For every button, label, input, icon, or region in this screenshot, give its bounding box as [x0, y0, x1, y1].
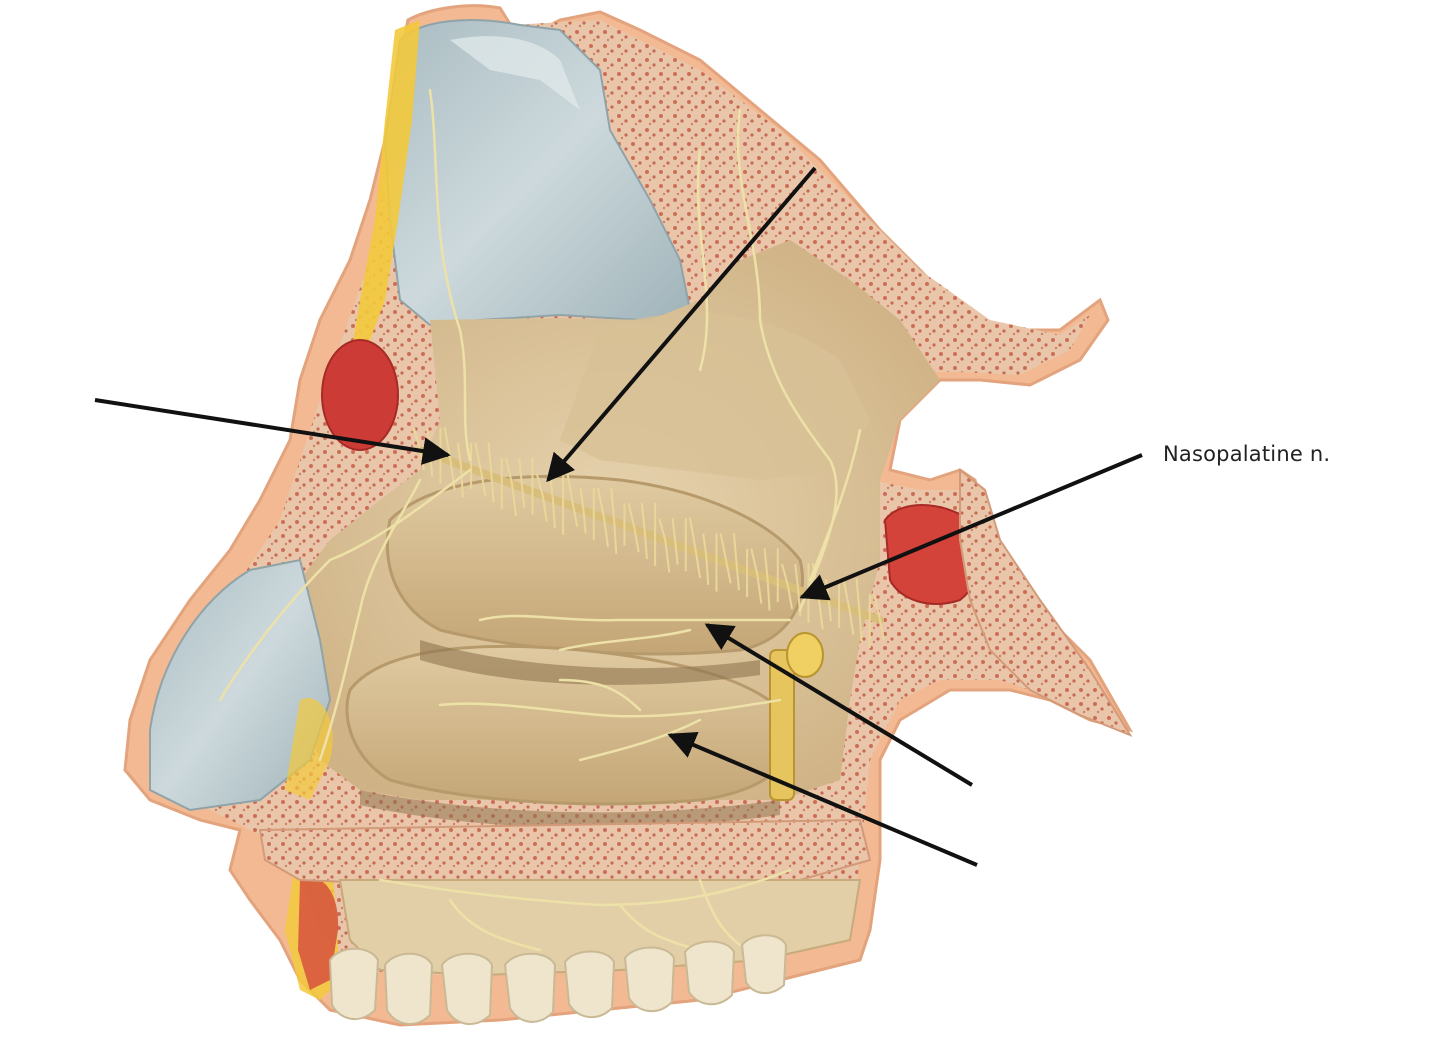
tooth [563, 950, 616, 1019]
tooth [383, 952, 434, 1025]
arrow-olfactory [546, 166, 817, 483]
tooth [683, 940, 736, 1006]
fat-patch-front [285, 698, 333, 800]
olfactory-filament [725, 563, 732, 584]
olfactory-filament [658, 518, 667, 541]
olfactory-filament [705, 555, 710, 585]
nerve-branches [218, 88, 862, 952]
olfactory-filament [597, 487, 605, 519]
olfactory-filament [640, 503, 646, 534]
tooth [740, 934, 788, 994]
olfactory-filament [535, 473, 544, 496]
olfactory-filament [794, 563, 800, 590]
arrow-anterior-ethmoidal [94, 398, 451, 465]
olfactory-filament [689, 517, 697, 553]
olfactory-filament [763, 548, 769, 579]
anterior-vessel-red [321, 339, 399, 451]
nasopalatine-label: Nasopalatine n. [1163, 442, 1331, 466]
upper-teeth [328, 934, 788, 1025]
olfactory-filament [413, 427, 421, 451]
olfactory-filament [572, 506, 579, 527]
olfactory-filament [551, 499, 556, 529]
olfactory-filament [505, 457, 513, 485]
olfactory-filament [827, 601, 832, 622]
arrow-nasopalatine [799, 453, 1143, 601]
olfactory-filament [695, 551, 701, 579]
middle-meatus-shadow [420, 640, 760, 685]
olfactory-filament [521, 487, 526, 508]
olfactory-filament [797, 589, 802, 616]
olfactory-filament [781, 563, 789, 587]
olfactory-filament [487, 442, 493, 477]
olfactory-filament [855, 578, 861, 613]
olfactory-filament [511, 483, 517, 517]
olfactory-filament [664, 540, 671, 573]
olfactory-filament [787, 585, 793, 610]
olfactory-filament [873, 593, 881, 621]
olfactory-filament [817, 597, 824, 630]
olfactory-filament [610, 487, 616, 522]
pterygoid-process [959, 467, 1133, 738]
frontal-sinus-highlight [450, 36, 580, 110]
olfactory-filament [643, 533, 648, 560]
olfactory-filament [674, 544, 679, 565]
descending-canal [769, 649, 795, 801]
olfactory-filament [858, 612, 863, 642]
olfactory-filament [735, 567, 740, 591]
olfactory-filament [613, 521, 618, 554]
leader-arrows [94, 166, 1143, 867]
olfactory-filament [490, 476, 495, 503]
olfactory-filament [719, 533, 728, 564]
olfactory-filament [579, 488, 585, 511]
olfactory-filament [518, 457, 524, 488]
olfactory-filament [732, 533, 738, 568]
arrow-posterior-inferior-lateral [667, 731, 978, 867]
olfactory-filament [627, 503, 636, 530]
tooth [328, 947, 380, 1020]
olfactory-filament [474, 442, 483, 473]
arrow-posterior-superior-lateral [704, 623, 974, 787]
lip-vessel-red [298, 877, 339, 990]
olfactory-filament [449, 461, 456, 491]
olfactory-filament [750, 548, 759, 575]
olfactory-filament [633, 529, 640, 553]
olfactory-filament [459, 465, 464, 498]
olfactory-filament [879, 619, 885, 641]
olfactory-filament [842, 578, 851, 609]
olfactory-filament [702, 533, 708, 556]
fat-strip-upper [350, 20, 420, 360]
pterygopalatine-ganglion [786, 632, 824, 678]
olfactory-filament [766, 578, 771, 611]
olfactory-filament [848, 608, 855, 635]
olfactory-filament [582, 510, 587, 534]
tooth [623, 946, 676, 1013]
upper-concha [560, 313, 870, 480]
olfactory-filament [756, 574, 763, 604]
olfactory-filament [456, 442, 462, 466]
olfactory-filament [671, 518, 677, 545]
tooth [440, 952, 494, 1025]
olfactory-filament [541, 495, 548, 522]
olfactory-filament [480, 472, 487, 496]
olfactory-filament [603, 517, 609, 548]
inferior-meatus-shadow [360, 790, 780, 828]
tooth [503, 952, 557, 1023]
